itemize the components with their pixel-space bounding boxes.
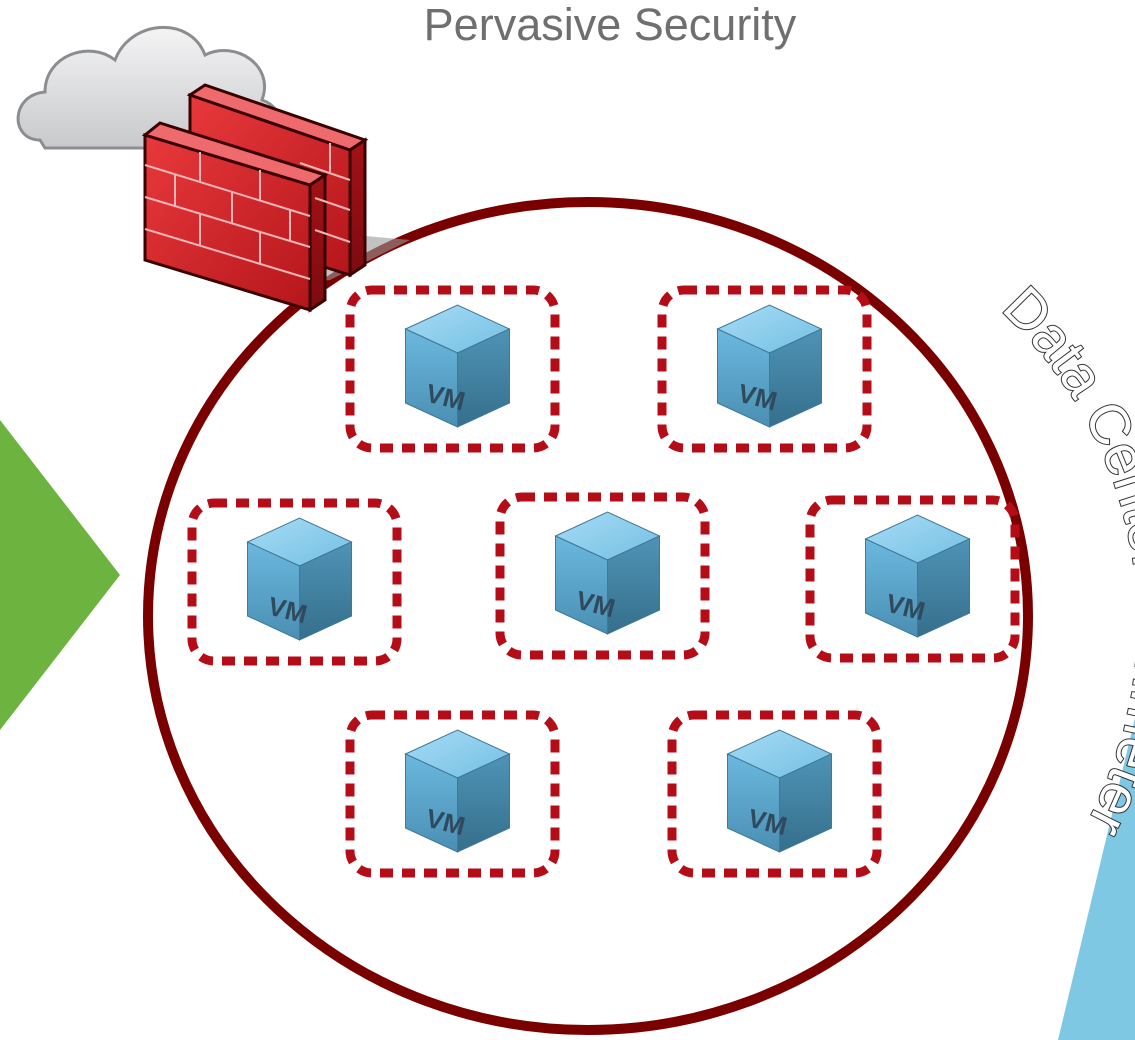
micro-segment-border <box>657 285 872 453</box>
data-center-perimeter-circle <box>143 197 1033 1035</box>
micro-segment-border <box>345 285 560 453</box>
page-title: Pervasive Security <box>424 0 797 50</box>
blue-accent-shape <box>1058 718 1135 1040</box>
micro-segment-border <box>667 710 882 878</box>
perimeter-label: Data Center Perimeter <box>992 274 1135 847</box>
vm-segment-6: VM <box>345 710 560 878</box>
vm-segment-4: VM <box>495 492 710 660</box>
vm-segment-5: VM <box>805 495 1020 663</box>
vm-segment-3: VM <box>187 498 402 666</box>
vm-segment-7: VM <box>667 710 882 878</box>
vm-segment-2: VM <box>657 285 872 453</box>
micro-segment-border <box>345 710 560 878</box>
micro-segment-border <box>495 492 710 660</box>
micro-segment-border <box>805 495 1020 663</box>
firewall-icon <box>141 83 410 313</box>
vm-segment-1: VM <box>345 285 560 453</box>
micro-segment-border <box>187 498 402 666</box>
vm-segments-group: VM VM VM VM VM VM VM <box>187 285 1020 878</box>
green-arrow-shape <box>0 420 120 730</box>
